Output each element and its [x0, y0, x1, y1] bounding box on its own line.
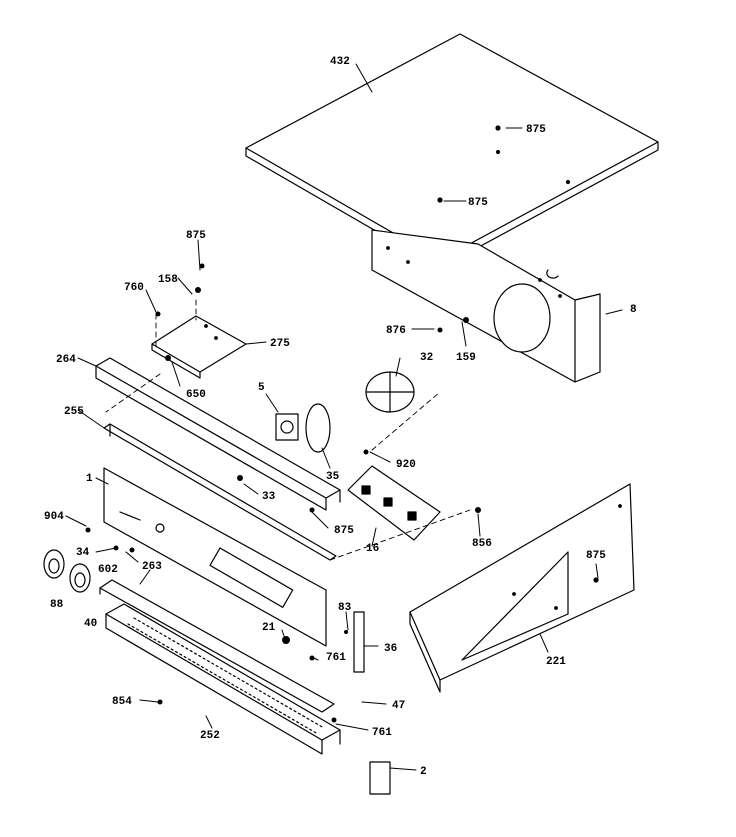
label-88: 88 [50, 599, 64, 611]
label-40: 40 [84, 618, 97, 630]
panel-255 [103, 423, 337, 561]
knob-40 [69, 563, 91, 593]
label-761-b: 761 [372, 727, 392, 739]
label-33: 33 [262, 491, 276, 503]
label-264: 264 [56, 354, 76, 366]
part-labels: 432 875 875 875 8 760 158 275 876 159 26… [44, 56, 637, 778]
timer-35 [305, 403, 331, 453]
label-21: 21 [262, 622, 276, 634]
fan-32 [365, 371, 415, 413]
label-32: 32 [420, 352, 433, 364]
label-650: 650 [186, 389, 206, 401]
label-5: 5 [258, 382, 265, 394]
side-panel-221 [409, 483, 635, 693]
strip-36 [353, 611, 365, 673]
label-221: 221 [546, 656, 566, 668]
label-876: 876 [386, 325, 406, 337]
label-255: 255 [64, 406, 84, 418]
top-cover-432 [245, 33, 659, 269]
leader-lines [65, 63, 623, 771]
label-761-a: 761 [326, 652, 346, 664]
label-2: 2 [420, 766, 427, 778]
label-854: 854 [112, 696, 132, 708]
knob-88 [43, 549, 65, 579]
trim-264 [95, 357, 341, 511]
label-263: 263 [142, 561, 162, 573]
label-432: 432 [330, 56, 350, 68]
label-875-d: 875 [334, 525, 354, 537]
fasteners [85, 263, 481, 723]
control-board-16 [347, 465, 441, 541]
label-602: 602 [98, 564, 118, 576]
label-875-c: 875 [186, 230, 206, 242]
label-856: 856 [472, 538, 492, 550]
label-34: 34 [76, 547, 90, 559]
vent-grille-252 [105, 603, 341, 755]
label-920: 920 [396, 459, 416, 471]
label-904: 904 [44, 511, 64, 523]
assembly-lines [105, 299, 471, 561]
label-35: 35 [326, 471, 340, 483]
label-159: 159 [456, 352, 476, 364]
label-760: 760 [124, 282, 144, 294]
label-16: 16 [366, 543, 379, 555]
label-1: 1 [86, 473, 93, 485]
label-875-b: 875 [468, 197, 488, 209]
rear-panel-8 [371, 229, 601, 383]
label-252: 252 [200, 730, 220, 742]
label-83: 83 [338, 602, 352, 614]
label-47: 47 [392, 700, 405, 712]
label-275: 275 [270, 338, 290, 350]
control-panel-1 [103, 467, 327, 647]
bracket-275 [151, 315, 247, 379]
label-8: 8 [630, 304, 637, 316]
label-158: 158 [158, 274, 178, 286]
bracket-2 [369, 761, 391, 795]
label-875-a: 875 [526, 124, 546, 136]
motor-5 [275, 413, 299, 441]
label-36: 36 [384, 643, 397, 655]
trim-263 [99, 579, 335, 713]
label-875-e: 875 [586, 550, 606, 562]
